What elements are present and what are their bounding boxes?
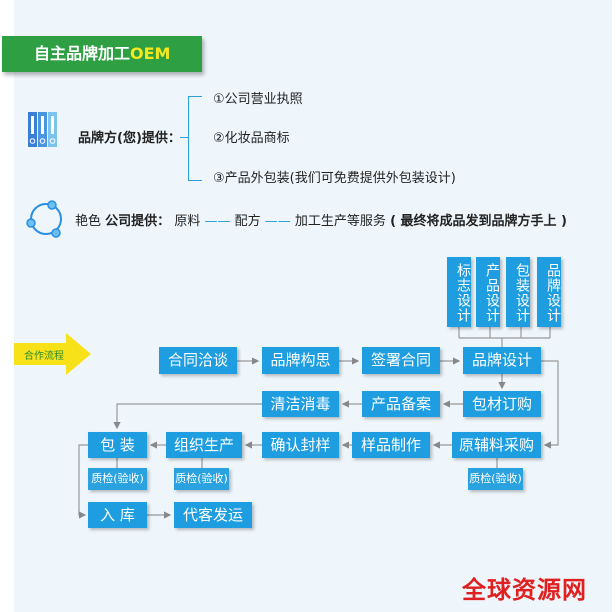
process-arrow-label: 合作流程: [24, 351, 64, 362]
qc-badge: 质检(验收): [174, 468, 229, 490]
design-item: 标志设计: [447, 257, 471, 327]
brand-item: ②化妆品商标: [213, 131, 290, 146]
binder-icon: [28, 112, 58, 152]
brand-item: ①公司营业执照: [213, 92, 303, 107]
bracket-stem: [180, 137, 188, 138]
watermark: 全球资源网: [462, 576, 587, 604]
step-sample-making: 样品制作: [352, 432, 430, 458]
process-arrow: 合作流程: [14, 333, 92, 379]
design-item: 品牌设计: [537, 257, 561, 327]
company-step: 原料: [174, 214, 201, 229]
step-confirm-sample: 确认封样: [262, 432, 339, 458]
banner-accent: OEM: [130, 44, 171, 63]
qc-badge: 质检(验收): [88, 468, 147, 490]
company-step: 加工生产等服务: [294, 214, 386, 229]
page-banner: 自主品牌加工OEM: [2, 36, 202, 72]
brand-side-label: 品牌方(您)提供：: [78, 131, 181, 146]
brand-item: ③产品外包装(我们可免费提供外包装设计): [213, 171, 456, 186]
step-cleaning: 清洁消毒: [262, 391, 339, 417]
step-product-filing: 产品备案: [362, 391, 440, 417]
bracket: [188, 96, 202, 181]
company-note: ( 最终将成品发到品牌方手上 ): [390, 214, 567, 229]
design-item: 产品设计: [476, 257, 500, 327]
step-brand-design: 品牌设计: [463, 347, 541, 374]
step-brand-concept: 品牌构思: [262, 347, 339, 374]
design-item: 包装设计: [506, 257, 530, 327]
step-packing: 包 装: [88, 432, 147, 458]
step-contract-talk: 合同洽谈: [159, 347, 237, 374]
dash: ——: [204, 214, 231, 229]
qc-badge: 质检(验收): [468, 468, 523, 490]
dash: ——: [264, 214, 291, 229]
company-label: 公司提供：: [105, 214, 171, 229]
step-warehousing: 入 库: [88, 502, 147, 528]
step-shipping: 代客发运: [174, 502, 252, 528]
step-packaging-order: 包材订购: [463, 391, 541, 417]
step-production: 组织生产: [166, 432, 242, 458]
banner-title: 自主品牌加工: [34, 44, 131, 63]
step-sign-contract: 签署合同: [362, 347, 440, 374]
step-raw-purchase: 原辅料采购: [452, 432, 541, 458]
cycle-icon: [26, 199, 66, 245]
company-name: 艳色: [75, 214, 102, 229]
company-line: 艳色 公司提供： 原料 —— 配方 —— 加工生产等服务 ( 最终将成品发到品牌…: [75, 210, 567, 229]
company-step: 配方: [234, 214, 261, 229]
